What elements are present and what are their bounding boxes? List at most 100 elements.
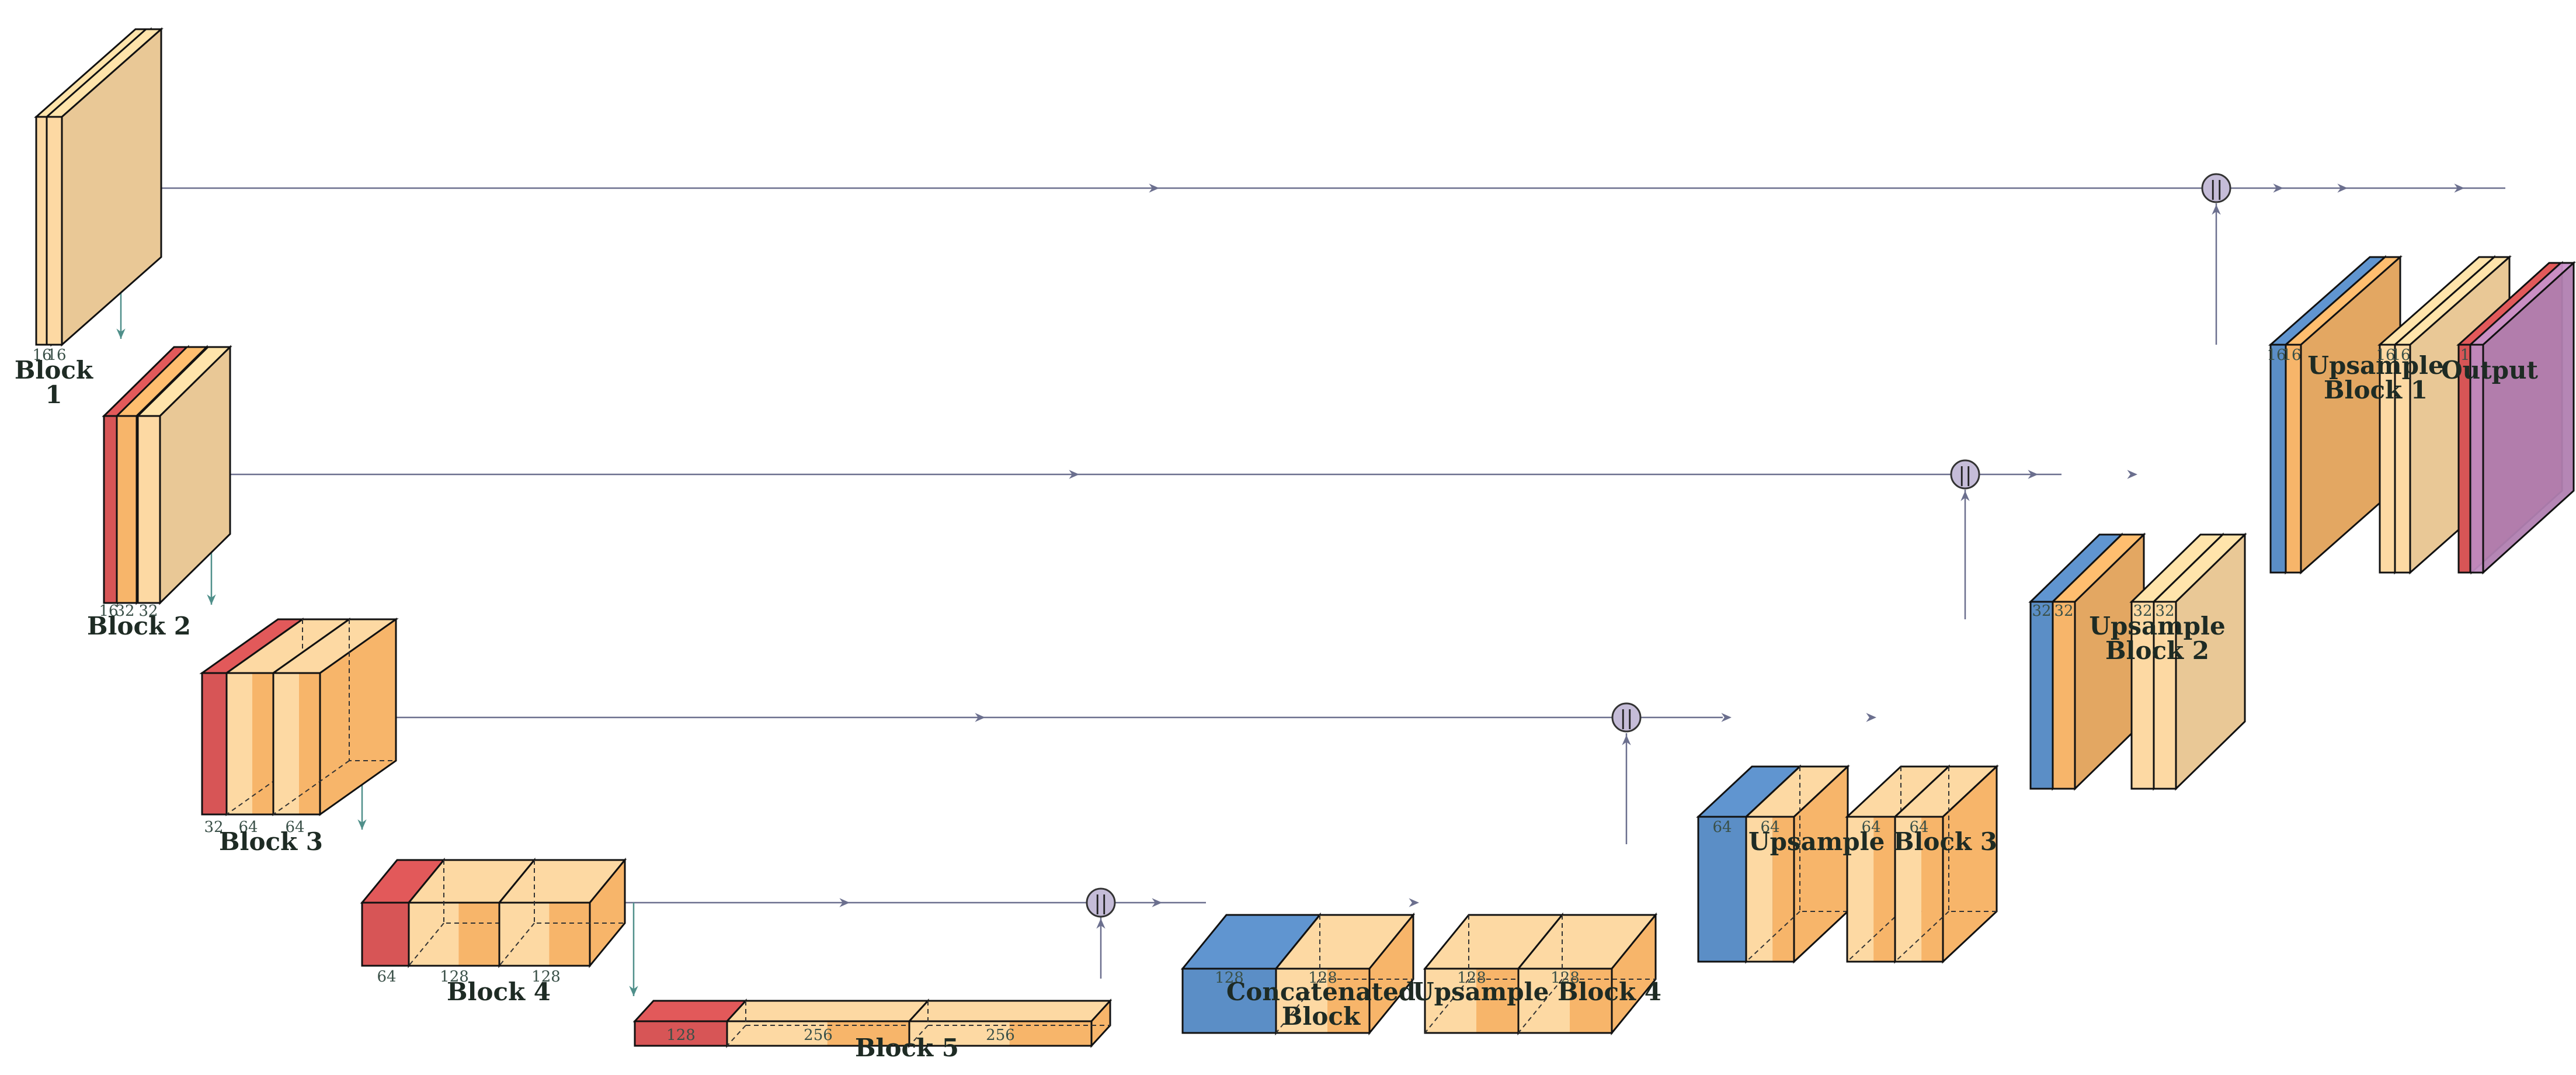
u2-dim-0: 32 xyxy=(2032,602,2051,620)
up2-internal-arrow xyxy=(2127,470,2137,479)
block5-conv-b-front-light xyxy=(909,1021,1010,1046)
block2-pool-front xyxy=(103,415,119,604)
b1-dim-1: 16 xyxy=(47,346,66,364)
block3-label-line-0: Block 3 xyxy=(219,827,323,856)
upsample3-conv-b-front-light xyxy=(1847,817,1874,962)
upsample4-label-line-0: Upsample Block 4 xyxy=(1413,977,1661,1006)
upsample2-conv-a xyxy=(2050,532,2146,791)
block2-conv-b xyxy=(135,345,232,605)
block3-pool-front xyxy=(201,672,228,816)
upsample3-conv-c-hidden-edges xyxy=(1894,767,1997,962)
upsample3-conv-a-front-dark xyxy=(1772,817,1794,962)
upsample3-conv-c xyxy=(1893,764,1999,964)
output-label: Output xyxy=(2441,356,2538,384)
upsample1-label-line-1: Block 1 xyxy=(2324,376,2428,404)
upsample2-label-line-1: Block 2 xyxy=(2105,636,2209,665)
up4-in-arrow xyxy=(1409,898,1419,907)
upsample1-conv-a xyxy=(2283,255,2403,575)
block3-conv-b-front-light xyxy=(273,673,299,814)
block2-label: Block 2 xyxy=(87,612,191,640)
out-dim-0: 1 xyxy=(2460,346,2470,364)
block5-conv-a-hidden-edges xyxy=(726,1001,928,1046)
b2-dim-1: 32 xyxy=(115,602,134,620)
b2-dim-2: 32 xyxy=(138,602,158,620)
blocks-layer xyxy=(34,27,2576,1048)
block3-conv-b-hidden-edges xyxy=(273,619,396,815)
u1-dim-0: 16 xyxy=(2266,346,2286,364)
block3-conv-a-front-dark xyxy=(252,673,273,814)
concat-node-2-circle xyxy=(1950,459,1980,490)
upsample3-conv-a xyxy=(1744,764,1850,964)
concat-node-3-symbol: || xyxy=(1620,706,1633,730)
block4-label: Block 4 xyxy=(447,977,551,1006)
upsample3-conv-c-front-edge xyxy=(1894,816,1944,963)
up1-internal-arrow-a xyxy=(2337,183,2348,193)
block4-conv-a-front-dark xyxy=(458,903,499,966)
concat-block-label-line-1: Block xyxy=(1282,1002,1361,1031)
concat-block-conv xyxy=(1274,912,1416,1036)
block4-conv-b-front-dark xyxy=(549,903,590,966)
u2-dim-3: 32 xyxy=(2155,602,2174,620)
upsample3-conv-b-front-dark xyxy=(1873,817,1895,962)
upsample1-conv-a-front xyxy=(2285,344,2302,574)
up3-internal-arrow xyxy=(1866,713,1876,722)
cat4-arrow xyxy=(1152,898,1162,907)
skip-2-mid-arrow xyxy=(1069,470,1079,479)
block1-label-line-1: 1 xyxy=(45,380,62,409)
u2-dim-1: 32 xyxy=(2054,602,2073,620)
b1-dim-0: 16 xyxy=(32,346,51,364)
upsample3-label: Upsample Block 3 xyxy=(1748,827,1997,856)
upsample2-label-line-0: Upsample xyxy=(2089,612,2225,640)
b3-dim-2: 64 xyxy=(285,819,304,836)
u3-dim-0: 64 xyxy=(1712,819,1732,836)
upsample4-conv-b xyxy=(1516,912,1658,1036)
u1-dim-3: 16 xyxy=(2391,346,2410,364)
block3-conv-a-front-light xyxy=(227,673,252,814)
u4-dim-1: 128 xyxy=(1551,969,1580,987)
concat-block-conv-front-edge xyxy=(1275,968,1371,1034)
output-purple-front xyxy=(2469,344,2484,574)
cat1-arrow xyxy=(2273,183,2283,193)
u1-dim-1: 16 xyxy=(2282,346,2301,364)
block5-conv-a-front-light xyxy=(727,1021,828,1046)
output-label-line-0: Output xyxy=(2441,356,2538,384)
concat-node-2: || xyxy=(1950,459,1980,490)
block4-conv-b-front-edge xyxy=(498,901,591,967)
block1-conv-b xyxy=(44,27,164,347)
concat-node-1: || xyxy=(2201,173,2231,203)
up-5-arrow xyxy=(1096,918,1106,929)
block1-conv-b-front xyxy=(46,116,63,346)
block3-label: Block 3 xyxy=(219,827,323,856)
block3-conv-b-front-edge xyxy=(272,672,321,816)
b5-dim-2: 256 xyxy=(986,1027,1015,1044)
block4-conv-b-hidden-edges xyxy=(499,860,625,966)
concat-node-4-symbol: || xyxy=(1094,892,1108,915)
u3-dim-1: 64 xyxy=(1760,819,1779,836)
u3-dim-2: 64 xyxy=(1861,819,1880,836)
upsample2-conv-c xyxy=(2151,532,2247,791)
block1-conv-b-side xyxy=(61,27,162,347)
block3-conv-b xyxy=(270,618,399,816)
concat-node-3: || xyxy=(1611,702,1642,733)
block1-label-line-0: Block xyxy=(15,356,93,384)
upsample1-conv-b-front xyxy=(2379,344,2396,574)
block4-pool-front xyxy=(361,901,410,967)
upsample3-conv-a-front-light xyxy=(1746,817,1773,962)
block4-label-line-0: Block 4 xyxy=(447,977,551,1006)
upsample3-conv-a-front-edge xyxy=(1745,816,1795,963)
concat-node-4-circle xyxy=(1086,887,1116,918)
u2-dim-2: 32 xyxy=(2133,602,2152,620)
u1-dim-2: 16 xyxy=(2376,346,2395,364)
up-3-arrow xyxy=(1960,491,1970,501)
upsample4-conv-b-front-edge xyxy=(1517,968,1613,1034)
block5-conv-a-top xyxy=(725,1000,930,1022)
upsample1-upsample-front xyxy=(2269,344,2287,574)
cat-dim-1: 128 xyxy=(1308,969,1337,987)
upsample3-upsample-front xyxy=(1697,816,1747,963)
